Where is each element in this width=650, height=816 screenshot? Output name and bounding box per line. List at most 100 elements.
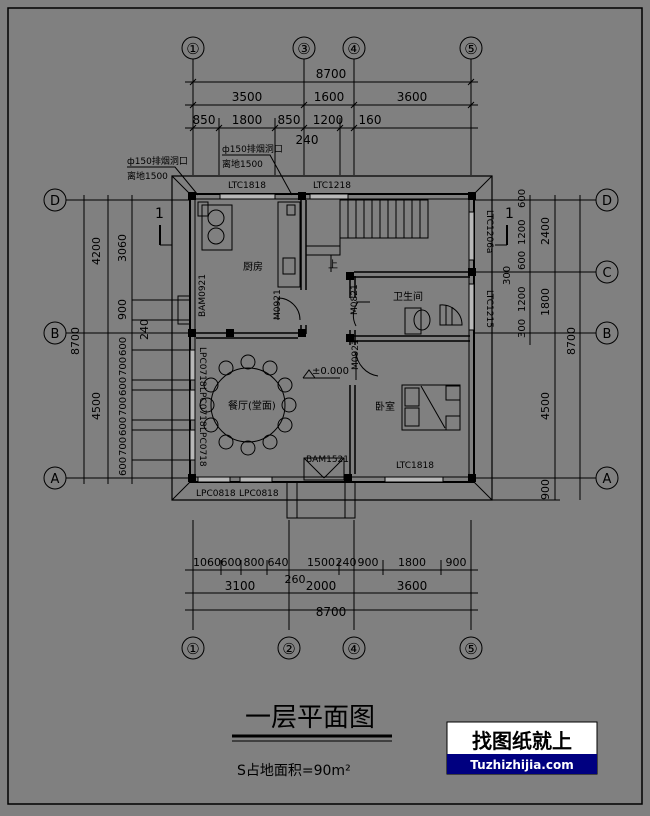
grid-label-bottom-1: ① <box>186 640 199 658</box>
grid-label-left-d: D <box>50 194 60 209</box>
dim-left-s7: 600 <box>118 457 129 476</box>
dim-left-s2: 700 <box>118 357 129 376</box>
dim-top-160: 160 <box>359 113 382 127</box>
window-lpc0718-3: LPC0718 <box>197 427 207 467</box>
grid-label-top-4: ④ <box>347 40 360 58</box>
bottom-windows <box>197 476 444 483</box>
flue-note-2-line1: ф150排烟洞口 <box>222 143 283 155</box>
window-lpc0718-1: LPC0718 <box>197 347 207 387</box>
dim-right-total: 8700 <box>565 327 578 355</box>
dim-left-s3: 600 <box>118 377 129 396</box>
dim-left-240: 240 <box>138 319 151 340</box>
dim-bottom-1800: 1800 <box>398 556 426 569</box>
dim-right-600a: 600 <box>517 189 528 208</box>
dim-bottom-1500: 1500 <box>307 556 335 569</box>
dim-top-3500: 3500 <box>232 90 263 104</box>
dim-top-850a: 850 <box>193 113 216 127</box>
right-grid-bubbles <box>474 188 619 490</box>
dim-bottom-260: 260 <box>285 573 306 586</box>
dim-right-600b: 600 <box>517 251 528 270</box>
dim-bottom-900b: 900 <box>446 556 467 569</box>
dim-top-1800: 1800 <box>232 113 263 127</box>
door-m0921-kitchen: M0921 <box>273 289 283 320</box>
grid-label-bottom-2: ② <box>282 640 295 658</box>
dim-top-3600: 3600 <box>397 90 428 104</box>
dim-top-240: 240 <box>296 133 319 147</box>
dim-bottom-600: 600 <box>221 556 242 569</box>
dim-left-4200: 4200 <box>90 237 103 265</box>
room-label-dining: 餐厅(堂面) <box>228 399 276 412</box>
left-grid-bubbles <box>43 188 190 490</box>
dim-bottom-total: 8700 <box>316 605 347 619</box>
dim-bottom-800: 800 <box>244 556 265 569</box>
top-grid-bubbles <box>181 36 483 175</box>
dim-right-4500: 4500 <box>539 392 552 420</box>
room-label-bathroom: 卫生间 <box>393 290 423 303</box>
dim-right-300b: 300 <box>517 319 528 338</box>
stair-up-label: 上 <box>328 259 338 271</box>
window-ltc1206a: LTC1206a <box>484 210 494 253</box>
window-ltc1215: LTC1215 <box>484 290 494 328</box>
elevation-label: ±0.000 <box>312 366 349 377</box>
grid-label-left-b: B <box>51 327 60 342</box>
front-porch <box>286 481 356 519</box>
door-m0921-bed: M0921 <box>351 339 361 370</box>
dim-right-1200a: 1200 <box>517 220 528 245</box>
watermark-line1: 找图纸就上 <box>472 729 572 753</box>
grid-label-top-5: ⑤ <box>464 40 477 58</box>
dim-left-900: 900 <box>116 299 129 320</box>
bedroom-bed <box>401 384 461 431</box>
top-windows <box>219 193 349 200</box>
dim-top-total: 8700 <box>316 67 347 81</box>
dim-bottom-900a: 900 <box>358 556 379 569</box>
window-lpc0818-1: LPC0818 <box>196 489 236 499</box>
dim-left-s1: 600 <box>118 337 129 356</box>
window-ltc1818-top: LTC1818 <box>228 181 266 191</box>
grid-label-right-d: D <box>602 194 612 209</box>
dim-bottom-1060: 1060 <box>193 556 221 569</box>
room-label-bedroom: 卧室 <box>375 400 395 413</box>
dim-left-total: 8700 <box>69 327 82 355</box>
right-dimension-lines <box>474 195 581 501</box>
grid-label-left-a: A <box>51 472 60 487</box>
bottom-dimension-lines <box>185 520 478 630</box>
bottom-grid-bubbles <box>181 636 483 660</box>
watermark-bar <box>447 754 597 774</box>
dim-bottom-3600: 3600 <box>397 579 428 593</box>
window-lpc0818-2: LPC0818 <box>239 489 279 499</box>
window-lpc0718-2: LPC0718 <box>197 387 207 427</box>
section-mark-left: 1 <box>155 206 164 222</box>
dim-bottom-640: 640 <box>268 556 289 569</box>
watermark-line2: Tuzhizhijia.com <box>470 758 573 772</box>
grid-label-bottom-4: ④ <box>347 640 360 658</box>
top-dimension-lines <box>185 78 478 175</box>
dim-right-900: 900 <box>539 479 552 500</box>
drawing-frame <box>7 7 643 805</box>
doors <box>177 295 379 481</box>
door-m0821: M0821 <box>350 284 360 315</box>
dim-top-1600: 1600 <box>314 90 345 104</box>
stair <box>305 199 429 256</box>
dim-right-2400: 2400 <box>539 217 552 245</box>
dim-top-850b: 850 <box>278 113 301 127</box>
grid-label-right-b: B <box>603 327 612 342</box>
dim-bottom-2000: 2000 <box>306 579 337 593</box>
grid-label-bottom-5: ⑤ <box>464 640 477 658</box>
door-bam1521: BAM1521 <box>306 455 349 465</box>
dim-bottom-240: 240 <box>336 556 357 569</box>
bathroom-fixtures <box>404 304 463 335</box>
left-dimension-lines <box>83 195 190 484</box>
dim-top-1200: 1200 <box>313 113 344 127</box>
dim-right-300a: 300 <box>502 266 513 285</box>
window-ltc1818-bed: LTC1818 <box>396 461 434 471</box>
grid-label-right-c: C <box>602 266 611 281</box>
dim-left-4500: 4500 <box>90 392 103 420</box>
room-label-kitchen: 厨房 <box>243 260 263 273</box>
grid-label-top-1: ① <box>186 40 199 58</box>
flue-note-1-line2: 离地1500 <box>127 170 168 182</box>
dim-left-s5: 600 <box>118 417 129 436</box>
flue-note-2-line2: 离地1500 <box>222 158 263 170</box>
section-mark-right: 1 <box>505 206 514 222</box>
